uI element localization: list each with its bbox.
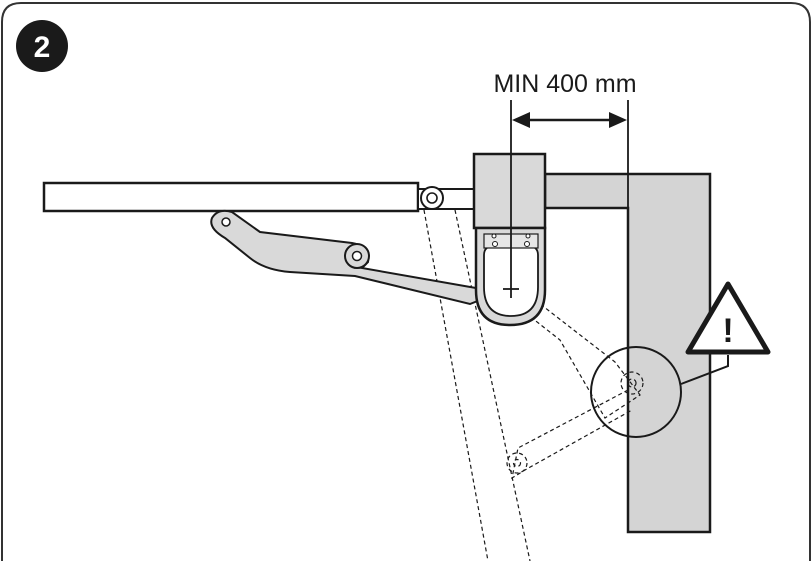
arm-open-outline [506,299,644,480]
warning-symbol: ! [722,312,733,350]
gate-hinge [417,186,477,210]
dimension-arrow-right [609,112,627,128]
dimension-arrow-left [512,112,530,128]
gate-leaf [42,181,420,213]
step-number: 2 [34,31,51,64]
step-badge: 2 [16,20,68,72]
detail-circle [590,346,682,438]
detail-callout [590,346,729,438]
dimension-label: MIN 400 mm [493,70,636,98]
gear-motor [472,152,547,327]
articulated-arm [210,209,482,306]
wall-pillar [543,172,712,534]
dimension-measure: MIN 400 mm [493,70,637,289]
warning-leader [680,355,729,385]
gate-open-outline [423,209,531,561]
motor-bracket [472,152,547,230]
warning-icon: ! [685,281,771,355]
